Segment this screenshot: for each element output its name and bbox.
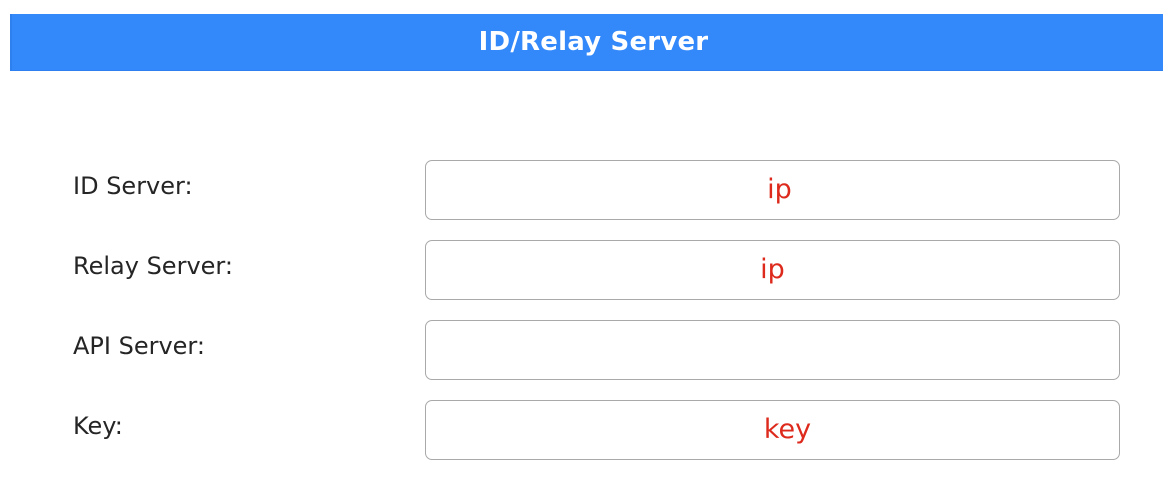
form-row-relay-server: Relay Server: ip [0,232,1163,312]
input-relay-server[interactable]: ip [425,240,1120,300]
form-row-api-server: API Server: [0,312,1163,392]
label-relay-server: Relay Server: [73,252,233,280]
input-key[interactable]: key [425,400,1120,460]
label-key: Key: [73,412,123,440]
form-row-key: Key: key [0,392,1163,472]
input-relay-server-value: ip [760,253,785,285]
page-title: ID/Relay Server [478,27,709,57]
input-id-server[interactable]: ip [425,160,1120,220]
form-row-id-server: ID Server: ip [0,152,1163,232]
label-api-server: API Server: [73,332,205,360]
input-key-value: key [763,413,812,445]
input-api-server[interactable] [425,320,1120,380]
input-id-server-value: ip [767,173,792,205]
label-id-server: ID Server: [73,172,193,200]
server-settings-form: ID Server: ip Relay Server: ip API Serve… [0,152,1163,472]
dialog-header: ID/Relay Server [10,14,1163,70]
